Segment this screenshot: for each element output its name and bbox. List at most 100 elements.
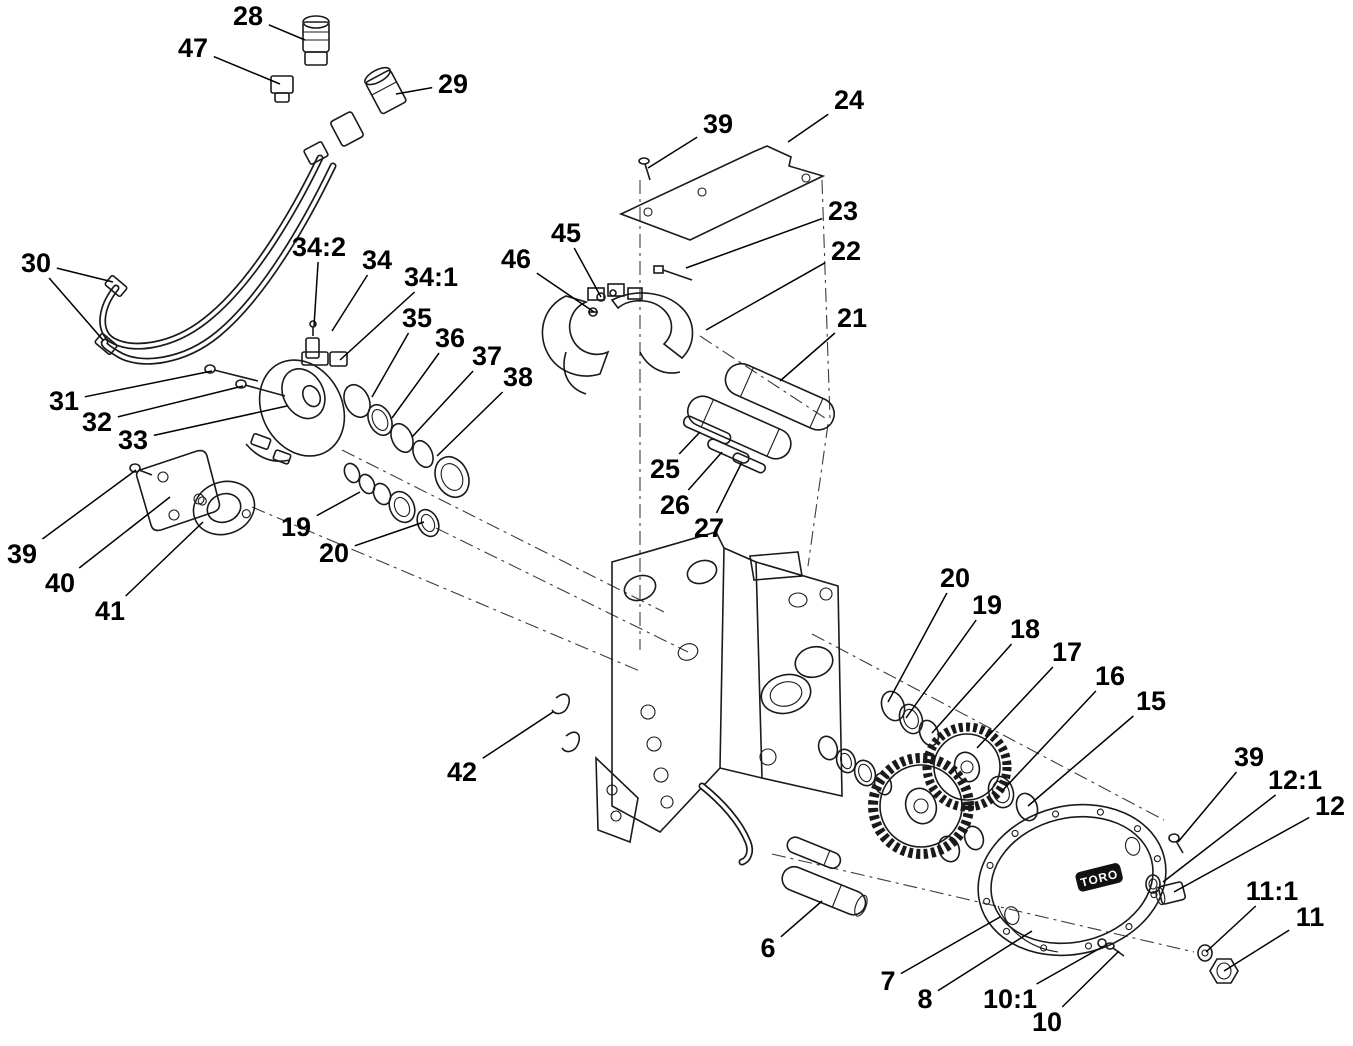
- leader-line: [48, 277, 104, 341]
- callout-label: 23: [828, 196, 858, 226]
- bolt-hole: [1096, 808, 1104, 816]
- leader-line: [331, 274, 369, 332]
- callout-label: 26: [660, 490, 690, 520]
- callout-label: 10:1: [983, 984, 1037, 1014]
- screw-39-left: [129, 463, 153, 476]
- washer: [963, 825, 985, 851]
- frame-edge: [723, 547, 757, 563]
- leader-line: [976, 666, 1054, 749]
- retaining-clip-42: [561, 731, 581, 753]
- bolt-hole: [1051, 810, 1060, 818]
- bolt-hole: [1150, 891, 1158, 899]
- callout-label: 22: [831, 236, 861, 266]
- leader-line: [84, 370, 213, 398]
- lower-fittings: [245, 432, 292, 465]
- callout-label: 41: [95, 596, 125, 626]
- fitting-28: [302, 15, 330, 66]
- screw-39-top: [638, 157, 651, 181]
- bolt-hole: [801, 173, 811, 183]
- frame-hole: [640, 704, 656, 720]
- seal-38: [412, 439, 434, 469]
- leader-line: [41, 469, 137, 540]
- leader-line: [1223, 929, 1290, 972]
- callout-label: 34:2: [292, 232, 346, 262]
- leader-line: [436, 391, 504, 457]
- retaining-clip-42: [551, 693, 571, 715]
- callout-label: 11: [1296, 902, 1325, 932]
- callout-label: 46: [501, 244, 531, 274]
- leader-line: [1173, 816, 1310, 893]
- bolt-hole: [986, 861, 994, 869]
- callout-label: 38: [503, 362, 533, 392]
- bolt-hole: [697, 187, 707, 197]
- mounting-screw-32: [235, 379, 286, 397]
- axis-line: [699, 335, 829, 421]
- frame-hole: [610, 810, 622, 822]
- ring-16: [987, 775, 1015, 809]
- clamp-assembly-group: [541, 265, 694, 395]
- clamp-half: [541, 295, 610, 377]
- callout-label: 42: [447, 757, 477, 787]
- axis-line: [435, 527, 689, 653]
- hydraulic-hose-assembly: [94, 15, 407, 365]
- fitting-29: [364, 66, 407, 115]
- leader-line: [411, 370, 474, 438]
- leader-line: [715, 461, 743, 514]
- frame-bearing-bore: [794, 645, 834, 679]
- toro-badge: TORO: [1075, 863, 1123, 892]
- assembly-axis-lines: [251, 179, 1195, 953]
- callout-label: 8: [917, 984, 932, 1014]
- callout-label: 35: [402, 303, 432, 333]
- leader-line: [779, 332, 836, 382]
- bearing-19: [835, 748, 857, 774]
- washer-20: [880, 690, 906, 722]
- hose-fitting: [330, 111, 364, 147]
- leader-line: [391, 352, 440, 419]
- frame-hole: [660, 795, 674, 809]
- leader-line: [1001, 690, 1097, 792]
- callout-label: 19: [972, 590, 1002, 620]
- leader-line: [1205, 905, 1257, 953]
- hydraulic-hose-core: [102, 164, 335, 364]
- screw-39-right: [1168, 833, 1184, 854]
- leader-line: [395, 86, 433, 95]
- callout-label: 6: [760, 933, 775, 963]
- seal-large: [434, 456, 470, 498]
- washer: [937, 835, 961, 863]
- frame-edge: [719, 767, 763, 779]
- washer-10-1: [1097, 938, 1107, 948]
- bolt-hole: [1084, 942, 1093, 950]
- frame-hole: [819, 587, 833, 601]
- gearbox-cover-group: TORO: [977, 803, 1239, 984]
- pin-27: [732, 452, 766, 474]
- callout-label: 39: [1234, 742, 1264, 772]
- leader-line: [316, 491, 361, 517]
- bolt-hole: [1153, 855, 1161, 863]
- cylinder-lower: [686, 395, 792, 460]
- callout-label: 45: [551, 218, 581, 248]
- washer-11-1: [1197, 944, 1213, 962]
- frame-group: [551, 531, 868, 917]
- leader-line: [125, 521, 204, 597]
- callout-label: 33: [118, 425, 148, 455]
- gasket-40: [135, 449, 221, 532]
- callout-label: 28: [233, 1, 263, 31]
- leader-line: [937, 930, 1033, 992]
- leader-line: [536, 272, 595, 313]
- ring-37: [390, 422, 414, 454]
- shaft-6: [781, 865, 868, 917]
- handle-rod-core: [700, 784, 752, 864]
- callout-label: 32: [82, 407, 112, 437]
- leader-line: [153, 405, 288, 437]
- clamp-block: [587, 287, 605, 301]
- callout-label: 20: [319, 538, 349, 568]
- callout-label: 27: [694, 513, 724, 543]
- hose-end-coupling: [94, 332, 118, 356]
- leader-line: [787, 113, 829, 143]
- washer-18: [918, 719, 940, 747]
- callout-label: 19: [281, 512, 311, 542]
- clamp-hook: [563, 351, 587, 395]
- washer-12-1: [1145, 874, 1161, 894]
